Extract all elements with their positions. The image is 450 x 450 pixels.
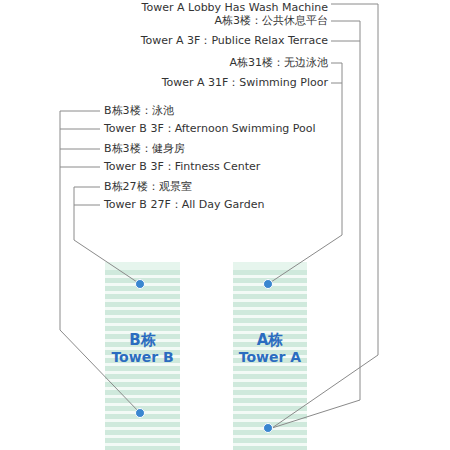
floor-note: B栋27楼：观景室 — [104, 180, 192, 194]
leader-tick — [60, 129, 100, 130]
floor-note: B栋3楼：健身房 — [104, 142, 185, 156]
leader-tick — [74, 205, 100, 206]
leader-tick — [331, 21, 360, 22]
leader-tick — [331, 41, 360, 42]
leader-line — [60, 111, 140, 413]
marker-dot — [136, 409, 145, 418]
leader-tick — [60, 149, 100, 150]
tower-label: A栋 — [233, 332, 307, 349]
leader-tick — [74, 187, 100, 188]
tower-label: Tower B — [105, 349, 180, 366]
tower-block: A栋Tower A — [233, 270, 307, 450]
floor-note: Tower A Lobby Has Wash Machine — [142, 1, 328, 15]
tower-label: Tower A — [233, 349, 307, 366]
floor-note: A栋31楼：无边泳池 — [229, 56, 328, 70]
marker-dot — [264, 280, 273, 289]
leader-tick — [60, 167, 100, 168]
leader-tick — [331, 63, 342, 64]
tower-block: B栋Tower B — [105, 270, 180, 450]
floor-note: Tower B 27F：All Day Garden — [104, 198, 264, 212]
marker-dot — [136, 280, 145, 289]
floor-note: Tower B 3F：Fintness Center — [104, 160, 260, 174]
leader-tick — [331, 83, 342, 84]
marker-dot — [264, 424, 273, 433]
floor-note: B栋3楼：泳池 — [104, 104, 174, 118]
floor-note: Tower B 3F：Afternoon Swimming Pool — [104, 122, 316, 136]
leader-tick — [60, 111, 100, 112]
floor-note: Tower A 31F：Swimming Ploor — [162, 76, 328, 90]
floor-note: Tower A 3F：Publice Relax Terrace — [141, 34, 328, 48]
tower-label: B栋 — [105, 332, 180, 349]
floor-note: A栋3楼：公共休息平台 — [214, 14, 328, 28]
leader-line — [268, 63, 342, 284]
tower-roof — [105, 262, 180, 270]
tower-roof — [233, 262, 307, 270]
